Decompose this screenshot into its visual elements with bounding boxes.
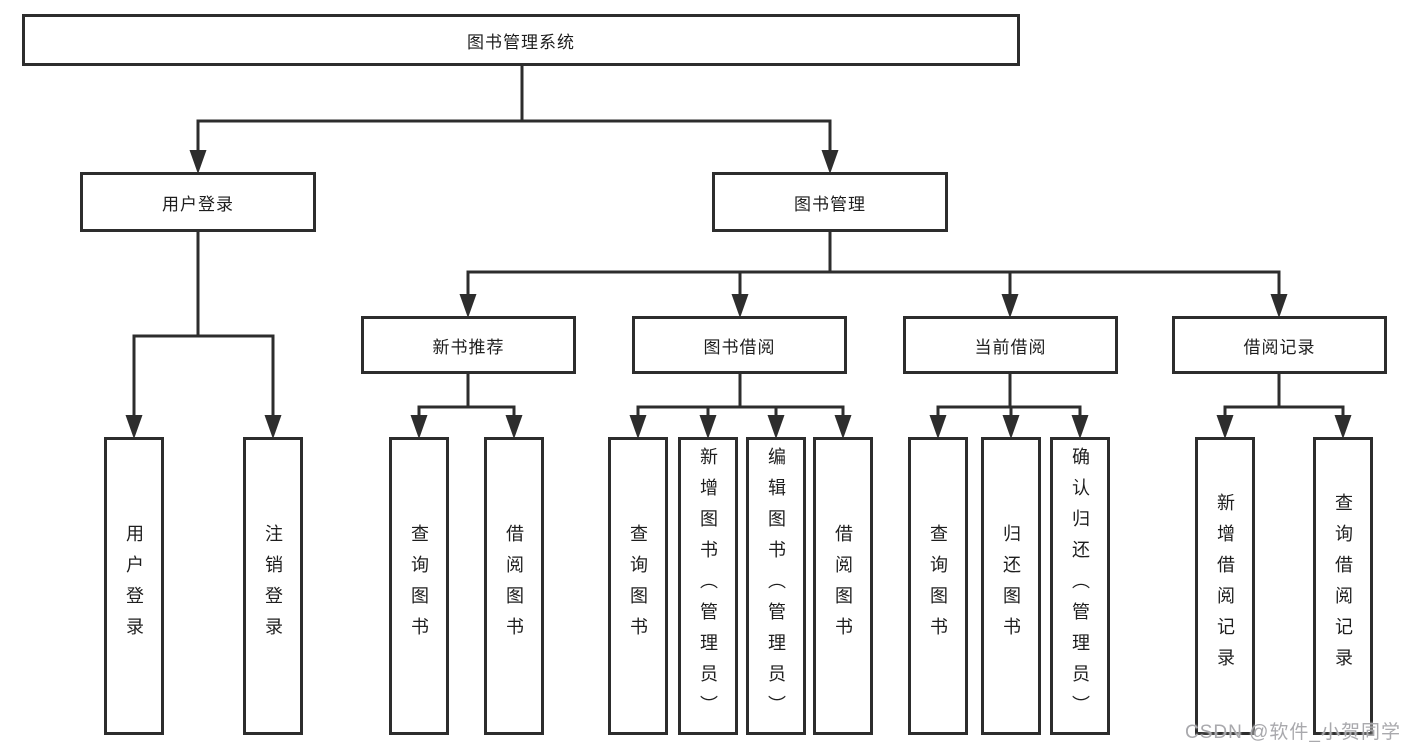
node-book-management: 图书管理 (712, 172, 948, 232)
node-label: 用户登录 (124, 524, 144, 648)
node-book-borrow: 图书借阅 (632, 316, 847, 374)
node-label: 借阅图书 (833, 524, 853, 648)
leaf-add-borrow-record: 新增借阅记录 (1195, 437, 1255, 735)
node-borrow-records: 借阅记录 (1172, 316, 1387, 374)
leaf-confirm-return-admin: 确认归还（管理员） (1050, 437, 1110, 735)
node-root-system: 图书管理系统 (22, 14, 1020, 66)
node-label: 图书管理 (794, 194, 866, 214)
arrowheads (125, 150, 1352, 439)
node-label: 用户登录 (162, 194, 234, 214)
leaf-borrow-books-recommend: 借阅图书 (484, 437, 544, 735)
node-label: 新增借阅记录 (1215, 493, 1235, 679)
node-label: 查询借阅记录 (1333, 493, 1353, 679)
node-new-book-recommend: 新书推荐 (361, 316, 576, 374)
node-label: 查询图书 (628, 524, 648, 648)
node-label: 图书借阅 (703, 337, 776, 357)
node-user-login: 用户登录 (80, 172, 316, 232)
node-label: 注销登录 (263, 524, 283, 648)
node-label: 确认归还（管理员） (1070, 446, 1090, 726)
leaf-query-books-recommend: 查询图书 (389, 437, 449, 735)
node-label: 新增图书（管理员） (698, 446, 718, 726)
node-label: 借阅图书 (504, 524, 524, 648)
node-label: 新书推荐 (432, 337, 505, 357)
node-label: 查询图书 (409, 524, 429, 648)
node-label: 归还图书 (1001, 524, 1021, 648)
node-label: 查询图书 (928, 524, 948, 648)
leaf-add-book-admin: 新增图书（管理员） (678, 437, 738, 735)
leaf-query-borrow-record: 查询借阅记录 (1313, 437, 1373, 735)
leaf-return-book: 归还图书 (981, 437, 1041, 735)
node-label: 图书管理系统 (467, 32, 575, 52)
watermark: CSDN @软件_小贺同学 (1185, 722, 1401, 743)
node-label: 当前借阅 (974, 337, 1047, 357)
leaf-borrow-books-borrow: 借阅图书 (813, 437, 873, 735)
leaf-query-books-current: 查询图书 (908, 437, 968, 735)
leaf-query-books-borrow: 查询图书 (608, 437, 668, 735)
leaf-edit-book-admin: 编辑图书（管理员） (746, 437, 806, 735)
node-current-borrow: 当前借阅 (903, 316, 1118, 374)
leaf-user-login: 用户登录 (104, 437, 164, 735)
node-label: 编辑图书（管理员） (766, 446, 786, 726)
node-label: 借阅记录 (1243, 337, 1316, 357)
leaf-logout: 注销登录 (243, 437, 303, 735)
